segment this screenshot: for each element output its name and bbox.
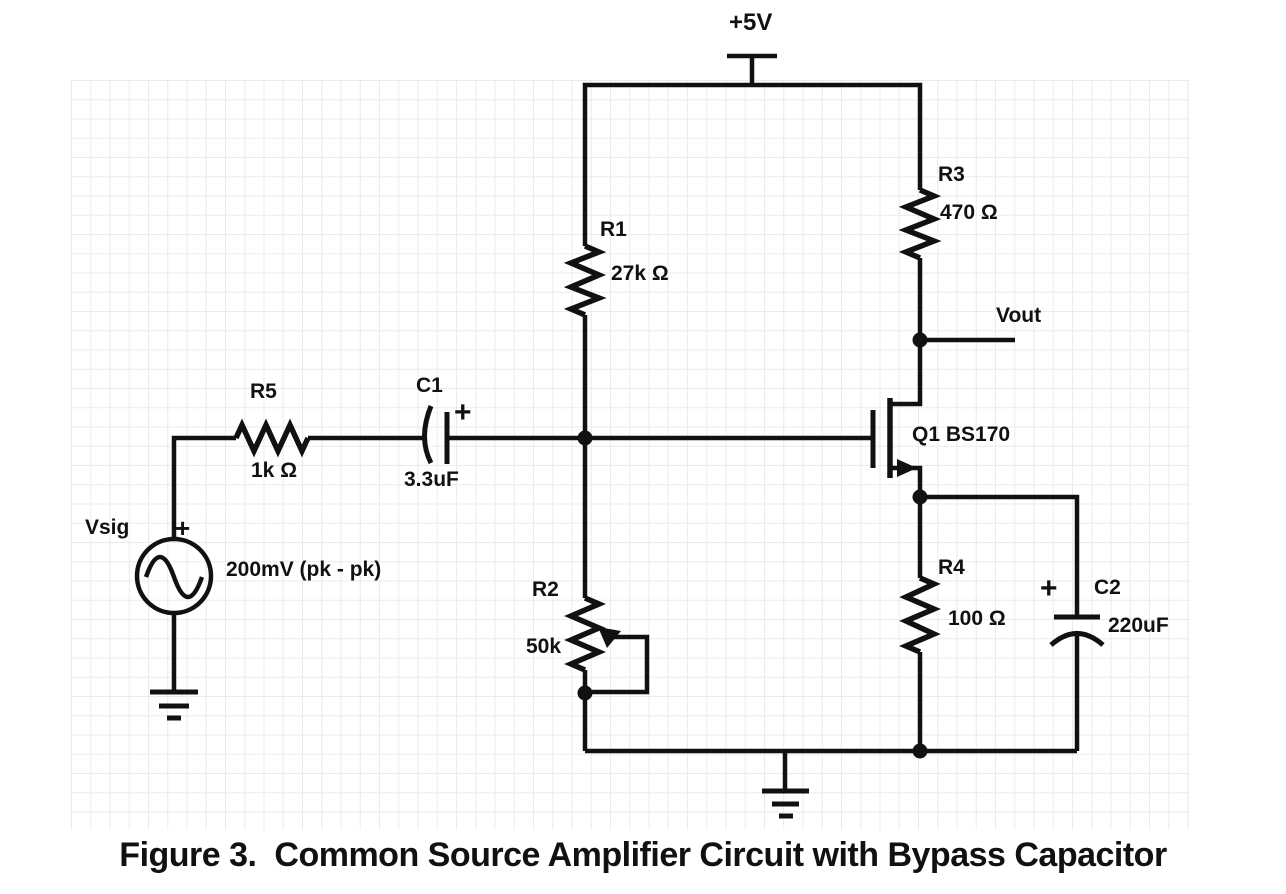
r2-wiper-arrow-icon bbox=[598, 627, 621, 648]
q1-label: Q1 BS170 bbox=[912, 423, 1011, 446]
mosfet-source-arrow-icon bbox=[897, 459, 917, 477]
vsig-value-label: 200mV (pk - pk) bbox=[226, 558, 382, 581]
r4-name-label: R4 bbox=[938, 556, 965, 579]
grid-paper bbox=[71, 80, 1190, 830]
resistor-r2-symbol bbox=[564, 595, 606, 673]
junction-dot-source bbox=[912, 489, 928, 505]
wire-drain bbox=[890, 258, 923, 407]
capacitor-c2-curved-plate bbox=[1049, 631, 1105, 647]
junction-dot-gate bbox=[577, 430, 593, 446]
c2-polarity-mark: + bbox=[1040, 572, 1058, 605]
c1-polarity-mark: + bbox=[454, 396, 472, 429]
junction-dot-rail bbox=[912, 743, 928, 759]
resistor-r3-symbol bbox=[898, 187, 942, 261]
r4-value-label: 100 Ω bbox=[948, 607, 1006, 630]
vout-label: Vout bbox=[996, 304, 1042, 327]
vsig-name-label: Vsig bbox=[85, 516, 130, 539]
r2-name-label: R2 bbox=[532, 578, 559, 601]
wire-r2-wiper bbox=[592, 634, 650, 695]
r5-name-label: R5 bbox=[250, 380, 277, 403]
resistor-r5-symbol bbox=[233, 418, 311, 458]
supply-label: +5V bbox=[729, 9, 773, 36]
resistor-r4-symbol bbox=[899, 575, 941, 655]
c2-value-label: 220uF bbox=[1108, 614, 1169, 637]
vsig-polarity-mark: + bbox=[175, 513, 191, 543]
c1-name-label: C1 bbox=[416, 374, 443, 397]
r5-value-label: 1k Ω bbox=[251, 459, 298, 482]
resistor-r1-symbol bbox=[563, 243, 607, 318]
wire-vsig-top bbox=[171, 435, 236, 539]
r1-name-label: R1 bbox=[600, 218, 627, 241]
figure-caption: Figure 3. Common Source Amplifier Circui… bbox=[119, 836, 1167, 874]
r3-value-label: 470 Ω bbox=[940, 201, 998, 224]
junction-dot-r2 bbox=[577, 685, 593, 701]
r2-value-label: 50k bbox=[526, 635, 562, 658]
vsig-sine-wave-icon bbox=[143, 554, 205, 600]
junction-dot-vout bbox=[912, 332, 928, 348]
wire-top-rail bbox=[582, 82, 923, 246]
wire-to-c2 bbox=[920, 494, 1080, 617]
r3-name-label: R3 bbox=[938, 163, 965, 186]
c2-name-label: C2 bbox=[1094, 576, 1121, 599]
c1-value-label: 3.3uF bbox=[404, 468, 459, 491]
r1-value-label: 27k Ω bbox=[611, 262, 669, 285]
capacitor-c1-curved-plate bbox=[422, 405, 434, 465]
